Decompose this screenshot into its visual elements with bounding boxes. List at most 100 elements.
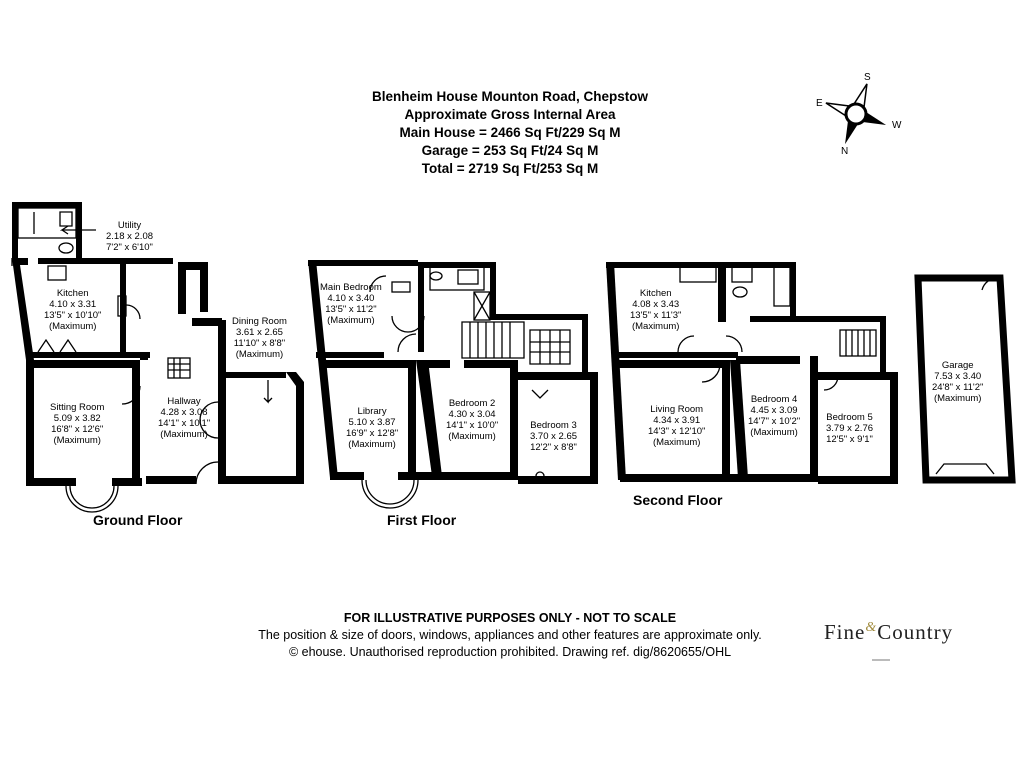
main-house-area: Main House = 2466 Sq Ft/229 Sq M: [399, 125, 621, 140]
compass-n-label: N: [841, 146, 849, 157]
utility-arrow: [59, 225, 96, 235]
bay-window-sitting: [65, 485, 119, 513]
bed2-wall: [416, 360, 442, 476]
bed2-wall: [464, 360, 516, 368]
ground-floor-label: Ground Floor: [93, 512, 183, 528]
copyright-text: © ehouse. Unauthorised reproduction proh…: [288, 645, 732, 659]
kitchen-wall: [120, 258, 126, 358]
second-floor-wall: [718, 262, 726, 322]
stairs-first-2: [529, 329, 571, 365]
sitting-wall: [26, 360, 136, 368]
stairs-first: [461, 321, 525, 359]
title-block: Blenheim House Mounton Road, Chepstow Ap…: [300, 88, 720, 178]
bed4-wall: [736, 474, 818, 482]
kitchen-wall: [186, 262, 208, 270]
first-floor-wall: [490, 314, 588, 320]
living-wall: [620, 474, 740, 482]
garage-area: Garage = 253 Sq Ft/24 Sq M: [421, 143, 599, 158]
library-wall: [324, 360, 414, 368]
bed2-wall: [434, 472, 518, 480]
hallway-wall: [218, 320, 226, 480]
stairs-ground: [167, 357, 191, 379]
utility-sink: [33, 211, 73, 234]
utility-cupboard: [17, 207, 77, 239]
first-doors: [369, 275, 425, 353]
library-wall: [408, 360, 416, 480]
bed3-fitting: [531, 389, 549, 399]
first-floor-wall: [418, 262, 496, 268]
disclaimer: FOR ILLUSTRATIVE PURPOSES ONLY - NOT TO …: [160, 610, 860, 661]
bed3-wall: [518, 372, 598, 380]
bath-second: [773, 265, 791, 307]
second-floor-wall: [618, 352, 738, 358]
hallway-doors: [195, 401, 219, 485]
kitchen-wall: [38, 258, 173, 264]
sitting-wall: [26, 360, 34, 485]
kitchen-2-units: [679, 265, 717, 283]
bed4-wall: [730, 360, 748, 478]
first-floor-wall: [308, 260, 338, 478]
utility-wall: [12, 202, 82, 208]
sitting-wall: [132, 360, 140, 486]
disclaimer-text: The position & size of doors, windows, a…: [258, 628, 762, 642]
bed3-wall: [590, 372, 598, 482]
first-floor-wall: [418, 262, 424, 352]
dining-arrow: [263, 380, 273, 404]
second-floor-wall: [790, 262, 796, 322]
second-floor-wall: [750, 316, 886, 322]
compass-e-label: E: [816, 98, 823, 109]
compass-icon: [825, 83, 887, 145]
wardrobe: [391, 281, 411, 293]
bed5-wall: [818, 476, 898, 484]
kitchen-wall: [30, 352, 150, 358]
compass-s-label: S: [864, 72, 871, 83]
compass-w-label: W: [892, 120, 902, 131]
sitting-door: [121, 385, 141, 405]
hallway-wall: [218, 476, 302, 484]
second-doors: [677, 335, 743, 353]
kitchen-units: [37, 338, 77, 353]
disclaimer-heading: FOR ILLUSTRATIVE PURPOSES ONLY - NOT TO …: [343, 611, 677, 625]
bed4-wall: [810, 356, 818, 482]
shower-first: [473, 291, 491, 321]
first-floor-wall: [582, 314, 588, 374]
hallway-wall: [192, 318, 222, 326]
bed2-wall: [420, 360, 450, 368]
area-heading: Approximate Gross Internal Area: [404, 107, 616, 122]
living-wall: [618, 360, 728, 368]
fine-country-logo: Fine&Country: [824, 620, 953, 661]
sitting-wall: [112, 478, 142, 486]
bed5-wall: [890, 372, 898, 484]
total-area: Total = 2719 Sq Ft/253 Sq M: [421, 161, 599, 176]
library-wall: [398, 472, 438, 480]
kitchen-wall: [12, 258, 34, 360]
bed4-wall: [736, 356, 800, 364]
bed5-wall: [818, 372, 898, 380]
first-floor-wall: [316, 352, 384, 358]
sitting-wall: [26, 478, 76, 486]
utility-wall: [12, 202, 18, 262]
library-wall: [330, 472, 364, 480]
utility-wc: [58, 242, 74, 254]
bay-window-library: [361, 479, 419, 509]
first-floor-wall: [308, 260, 418, 266]
bed2-wall: [510, 360, 518, 480]
first-floor-label: First Floor: [387, 512, 457, 528]
garage-door: [935, 463, 995, 475]
dining-wall: [226, 372, 286, 378]
second-floor-wall: [880, 316, 886, 372]
kitchen-wall: [178, 262, 186, 314]
second-floor-label: Second Floor: [633, 492, 723, 508]
